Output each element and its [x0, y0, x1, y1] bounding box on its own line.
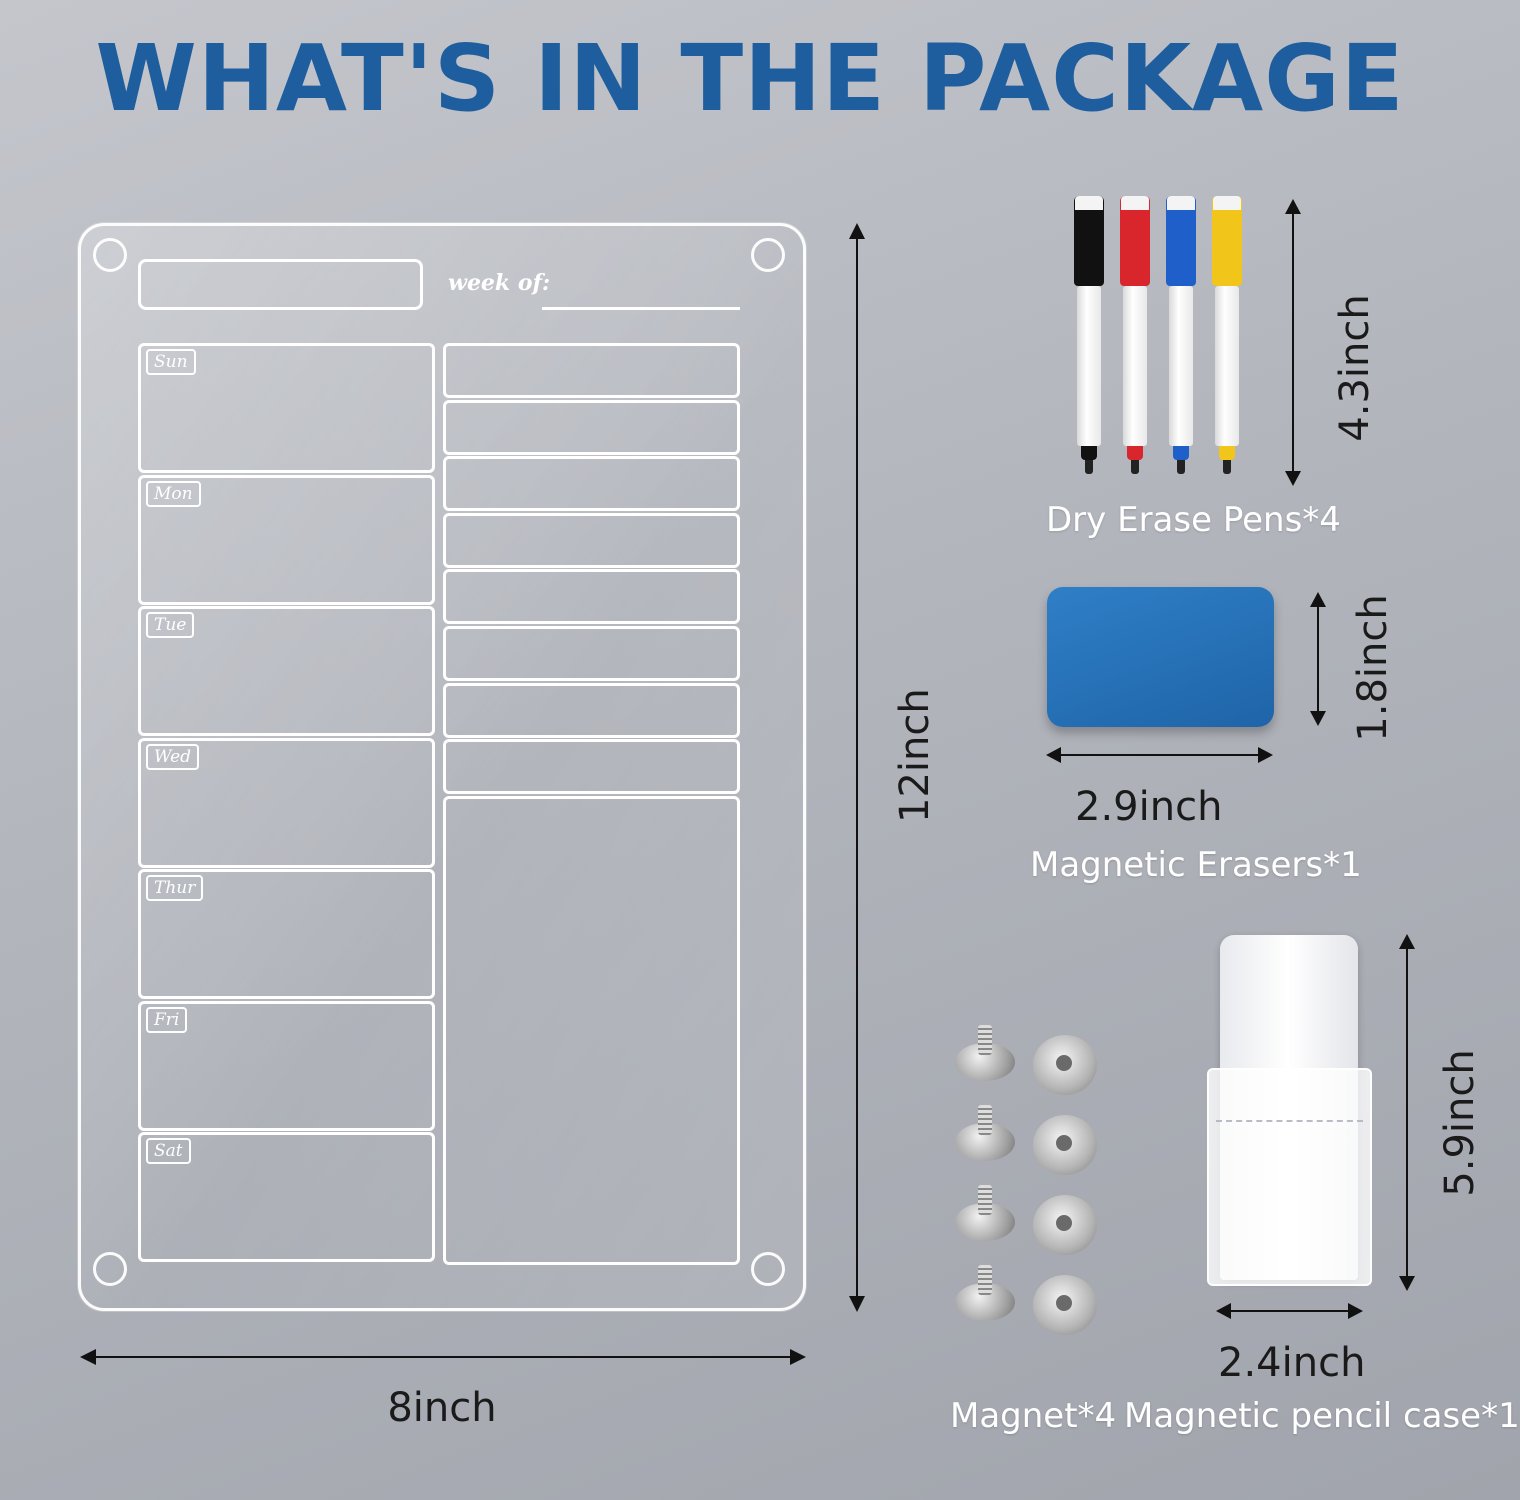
day-label: Wed: [146, 743, 200, 770]
board-width-dimension-line: [92, 1356, 792, 1358]
day-box: Tue: [138, 606, 435, 736]
case-height-label: 5.9inch: [1437, 1049, 1483, 1197]
board-height-dimension-line: [856, 235, 858, 1300]
arrow-down-icon: [1310, 711, 1326, 726]
board-width-label: 8inch: [387, 1385, 497, 1431]
arrow-right-icon: [790, 1349, 806, 1365]
mounting-hole-icon: [93, 1252, 127, 1286]
case-height-dimension-line: [1406, 946, 1408, 1278]
list-row: [443, 512, 740, 568]
list-row: [443, 739, 740, 795]
day-label: Fri: [146, 1006, 188, 1033]
magnet-screw-icon: [955, 1265, 1017, 1323]
pencil-case-stitch: [1216, 1120, 1363, 1122]
day-box: Mon: [138, 474, 435, 605]
mounting-hole-icon: [751, 238, 785, 272]
mounting-hole-icon: [751, 1252, 785, 1286]
list-row: [443, 569, 740, 625]
eraser-height-label: 1.8inch: [1350, 594, 1396, 742]
day-box: Sat: [138, 1132, 435, 1262]
marker-pen-icon: [1166, 196, 1196, 478]
list-row: [443, 399, 740, 455]
page-headline: WHAT'S IN THE PACKAGE: [95, 25, 1405, 132]
mounting-hole-icon: [93, 238, 127, 272]
arrow-up-icon: [1285, 199, 1301, 214]
case-width-dimension-line: [1228, 1310, 1350, 1312]
arrow-left-icon: [1216, 1303, 1231, 1319]
day-box: Thur: [138, 869, 435, 999]
day-label: Sun: [146, 349, 196, 375]
magnet-screw-icon: [955, 1025, 1017, 1083]
arrow-down-icon: [1285, 471, 1301, 486]
case-caption: Magnetic pencil case*1: [1124, 1396, 1520, 1436]
notes-box: [443, 796, 740, 1265]
arrow-down-icon: [1399, 1276, 1415, 1291]
magnet-nut-icon: [1033, 1115, 1097, 1175]
day-box: Fri: [138, 1000, 435, 1131]
arrow-down-icon: [849, 1296, 865, 1312]
magnet-screw-icon: [955, 1185, 1017, 1243]
eraser-width-label: 2.9inch: [1075, 784, 1223, 830]
pens-height-label: 4.3inch: [1332, 294, 1378, 442]
magnetic-eraser: [1047, 587, 1274, 727]
list-row: [443, 456, 740, 512]
marker-pen-icon: [1212, 196, 1242, 478]
eraser-width-dimension-line: [1058, 754, 1260, 756]
magnet-nut-icon: [1033, 1035, 1097, 1095]
list-row: [443, 626, 740, 681]
day-label: Sat: [146, 1138, 191, 1164]
list-row: [443, 343, 740, 398]
magnet-nut-icon: [1033, 1275, 1097, 1335]
magnets-caption: Magnet*4: [950, 1396, 1117, 1436]
board-height-label: 12inch: [892, 688, 938, 823]
arrow-up-icon: [1399, 934, 1415, 949]
week-of-line: [542, 307, 740, 310]
case-width-label: 2.4inch: [1218, 1340, 1366, 1386]
arrow-left-icon: [80, 1349, 96, 1365]
pens-height-dimension-line: [1292, 210, 1294, 475]
list-row: [443, 682, 740, 738]
day-box: Wed: [138, 737, 435, 868]
pencil-case-pocket: [1207, 1068, 1372, 1286]
marker-pen-icon: [1120, 196, 1150, 478]
pens-caption: Dry Erase Pens*4: [1046, 500, 1341, 540]
title-box: [138, 259, 423, 310]
arrow-right-icon: [1348, 1303, 1363, 1319]
marker-pen-icon: [1074, 196, 1104, 478]
day-label: Tue: [146, 612, 195, 638]
eraser-height-dimension-line: [1317, 604, 1319, 712]
eraser-caption: Magnetic Erasers*1: [1030, 845, 1362, 885]
week-of-label: week of:: [448, 270, 551, 296]
day-box: Sun: [138, 343, 435, 473]
arrow-up-icon: [849, 223, 865, 239]
magnet-nut-icon: [1033, 1195, 1097, 1255]
arrow-left-icon: [1046, 747, 1061, 763]
day-label: Mon: [146, 480, 201, 507]
magnet-screw-icon: [955, 1105, 1017, 1163]
arrow-up-icon: [1310, 592, 1326, 607]
day-label: Thur: [146, 875, 204, 901]
arrow-right-icon: [1258, 747, 1273, 763]
